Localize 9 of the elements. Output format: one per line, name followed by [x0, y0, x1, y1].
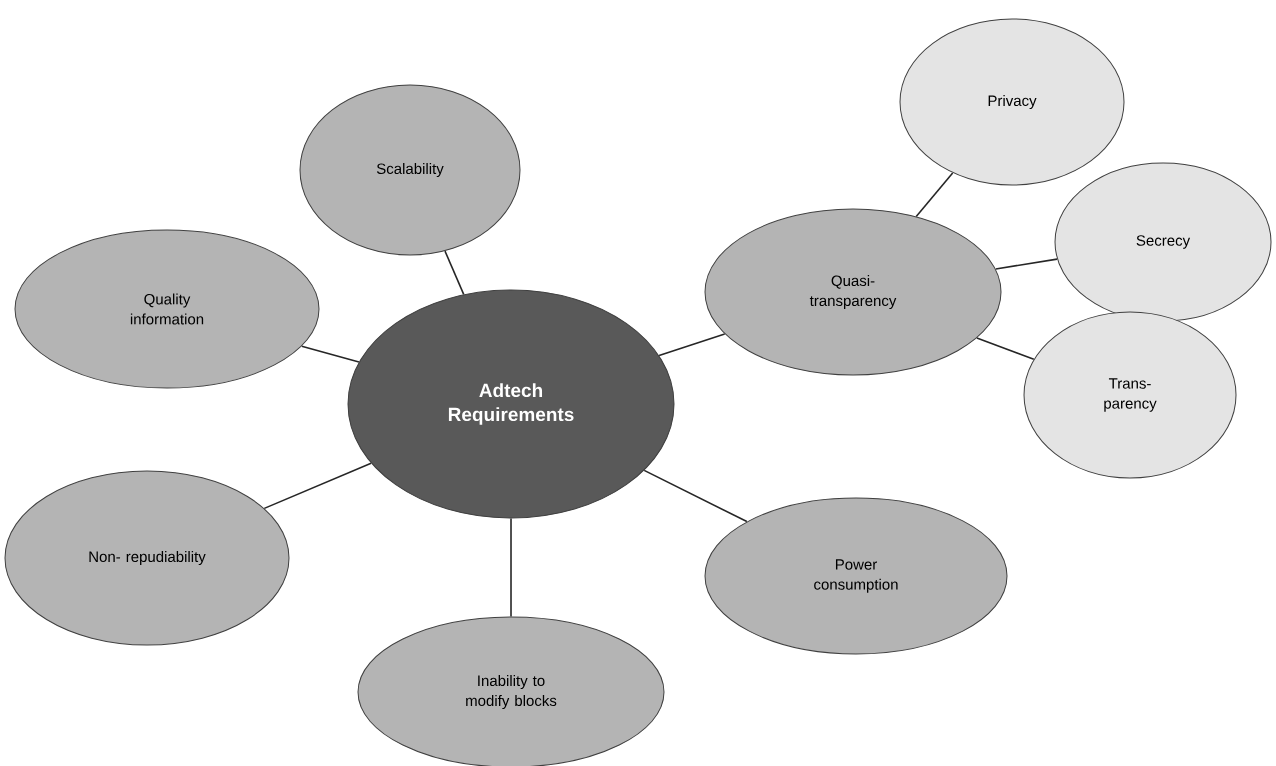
connector-line: [915, 172, 954, 218]
connector-line: [300, 345, 360, 363]
connector-line: [976, 337, 1035, 361]
connector-line: [510, 517, 512, 618]
connector-line: [658, 333, 726, 357]
connector-line: [444, 250, 465, 296]
connector-line: [994, 258, 1058, 270]
connector-line: [643, 469, 748, 523]
connector-line: [263, 462, 372, 510]
